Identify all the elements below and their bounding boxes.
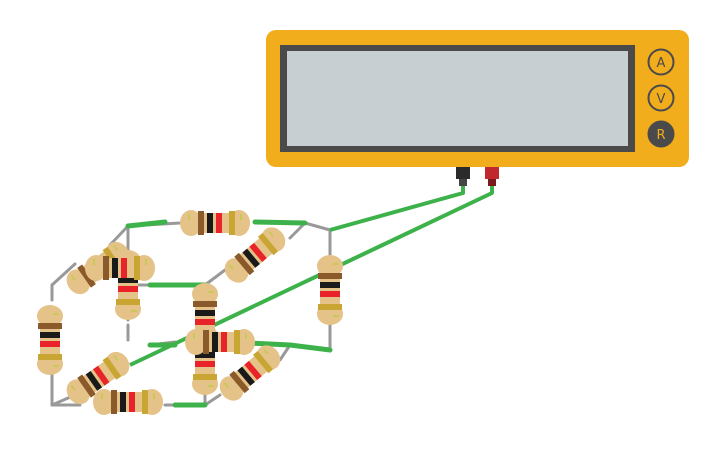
resistor-band	[258, 232, 279, 256]
resistor[interactable]	[215, 341, 285, 406]
resistor-band	[102, 356, 122, 380]
ohmmeter-button-label: R	[656, 128, 665, 143]
ammeter-button-label: A	[657, 56, 666, 71]
resistor-band	[85, 370, 103, 391]
resistor-band	[234, 252, 255, 276]
resistor-band	[249, 242, 267, 263]
resistor-band	[237, 366, 255, 386]
resistor-band	[195, 361, 215, 367]
network-wire	[287, 342, 333, 353]
resistor[interactable]	[180, 210, 250, 236]
resistor-band	[234, 330, 240, 354]
resistor-band	[198, 211, 204, 235]
resistor[interactable]	[93, 389, 163, 415]
resistor-band	[120, 392, 126, 412]
resistor[interactable]	[85, 255, 155, 281]
connector-lead	[303, 221, 332, 232]
multimeter: A V R	[266, 30, 689, 186]
resistor-band	[318, 273, 342, 279]
resistor-band	[242, 248, 260, 268]
resistor-band	[193, 301, 217, 307]
resistor-band	[203, 330, 209, 354]
connector-lead	[203, 268, 227, 287]
connector-lead	[203, 393, 222, 407]
ohmmeter-button[interactable]: R	[647, 120, 675, 148]
resistor-band	[116, 299, 140, 305]
resistor-band	[320, 282, 340, 288]
probe-com[interactable]	[456, 167, 470, 186]
resistor-band	[112, 258, 118, 278]
resistor-band	[216, 213, 222, 233]
resistor-network	[37, 210, 343, 415]
resistor[interactable]	[317, 255, 343, 325]
resistor-band	[229, 211, 235, 235]
connector-lead	[108, 224, 130, 247]
resistor[interactable]	[185, 329, 255, 355]
resistor-band	[121, 258, 127, 278]
resistor-band	[40, 341, 60, 347]
resistor-band	[77, 264, 96, 288]
circuit-wires	[125, 186, 494, 408]
resistor-band	[253, 350, 274, 374]
resistor-band	[129, 392, 135, 412]
resistor-band	[195, 310, 215, 316]
voltmeter-button[interactable]: V	[647, 84, 675, 112]
positive-probe-lead	[129, 186, 494, 367]
multimeter-screen	[287, 51, 628, 146]
resistor-band	[77, 374, 96, 398]
connector-lead	[278, 343, 292, 362]
resistor-band	[212, 332, 218, 352]
resistor-band	[207, 213, 213, 233]
com-probe-lead	[329, 186, 465, 232]
resistor-band	[229, 370, 250, 394]
resistor-band	[142, 390, 148, 414]
connector-lead	[50, 262, 77, 287]
resistor[interactable]	[37, 305, 63, 375]
resistor-band	[244, 360, 262, 381]
resistor-band	[93, 365, 110, 386]
voltmeter-button-label: V	[657, 92, 666, 107]
resistor-band	[118, 286, 138, 292]
resistor-band	[195, 319, 215, 325]
resistor-band	[221, 332, 227, 352]
resistor-band	[320, 291, 340, 297]
resistor-band	[118, 277, 138, 283]
resistor-band	[38, 323, 62, 329]
network-wire	[252, 219, 308, 226]
resistor-band	[38, 354, 62, 360]
resistor-band	[318, 304, 342, 310]
resistor[interactable]	[220, 223, 290, 288]
network-wire	[247, 340, 293, 348]
probe-positive[interactable]	[485, 167, 499, 186]
ammeter-button[interactable]: A	[647, 48, 675, 76]
resistor[interactable]	[62, 347, 134, 408]
resistor-band	[134, 256, 140, 280]
network-wire	[125, 219, 168, 229]
resistor-band	[103, 256, 109, 280]
resistor-band	[111, 390, 117, 414]
resistor-band	[193, 374, 217, 380]
resistor-band	[40, 332, 60, 338]
connector-lead	[288, 221, 307, 240]
